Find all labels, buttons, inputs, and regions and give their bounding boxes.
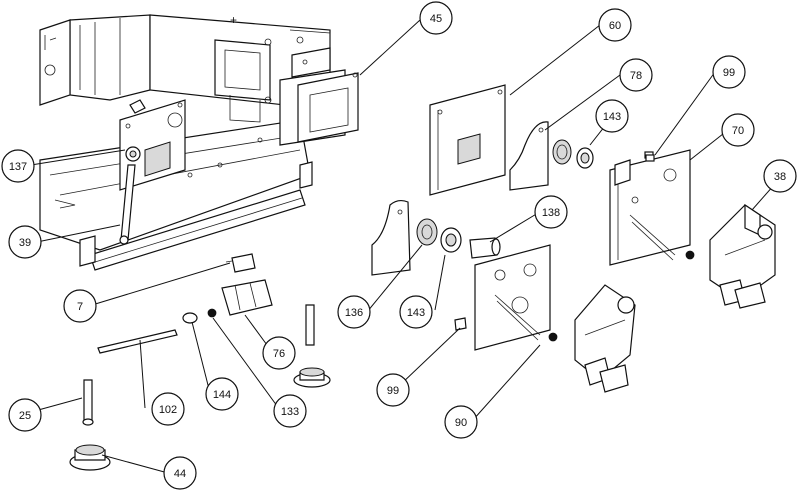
callout-143-lower: 143 (399, 295, 433, 329)
part-70-panel (609, 149, 695, 266)
callout-label: 99 (387, 385, 399, 397)
callout-99-lower: 99 (376, 373, 410, 407)
part-60-panel (429, 84, 506, 196)
callout-70: 70 (721, 113, 755, 147)
callout-label: 70 (732, 125, 744, 137)
part-76-bracket (221, 279, 273, 316)
callout-label: 144 (213, 389, 231, 401)
callout-label: 60 (609, 20, 621, 32)
callout-138: 138 (534, 195, 568, 229)
part-102-rod (97, 329, 178, 354)
part-38-valve (709, 203, 776, 309)
callout-label: 39 (19, 237, 31, 249)
callout-label: 99 (723, 67, 735, 79)
callout-label: 38 (774, 171, 786, 183)
callout-102: 102 (151, 392, 185, 426)
callout-144: 144 (205, 377, 239, 411)
callout-label: 136 (345, 307, 363, 319)
callout-133: 133 (273, 394, 307, 428)
callout-label: 102 (159, 404, 177, 416)
part-valve-lower (574, 284, 636, 393)
part-foot-center (293, 304, 331, 388)
part-78-bracket (509, 121, 549, 191)
callout-78: 78 (619, 58, 653, 92)
svg-text:+: + (230, 13, 237, 27)
part-144-bushing (182, 308, 217, 324)
callout-label: 78 (630, 70, 642, 82)
callout-label: 45 (430, 13, 442, 25)
callout-90: 90 (444, 405, 478, 439)
callout-label: 143 (407, 307, 425, 319)
callout-76: 76 (262, 336, 296, 370)
callout-44: 44 (163, 456, 197, 490)
callout-25: 25 (8, 398, 42, 432)
callout-137: 137 (1, 149, 35, 183)
callout-label: 25 (19, 410, 31, 422)
callout-label: 7 (77, 301, 83, 313)
part-138-pin (469, 237, 501, 259)
callout-45: 45 (419, 1, 453, 35)
callout-label: 44 (174, 468, 186, 480)
part-143-washer-lower (440, 227, 462, 253)
part-spring-upper (552, 139, 594, 169)
part-25-stem (82, 379, 94, 426)
callout-7: 7 (63, 289, 97, 323)
callout-label: 137 (9, 161, 27, 173)
callout-label: 76 (273, 348, 285, 360)
callout-38: 38 (763, 159, 797, 193)
callout-60: 60 (598, 8, 632, 42)
part-99-pin-upper (645, 154, 655, 162)
callout-39: 39 (8, 225, 42, 259)
callout-label: 133 (281, 406, 299, 418)
callout-136: 136 (337, 295, 371, 329)
part-136-bracket (371, 199, 438, 276)
part-7-connector (225, 253, 256, 273)
callout-99-upper: 99 (712, 55, 746, 89)
callout-label: 90 (455, 417, 467, 429)
callout-label: 138 (542, 207, 560, 219)
part-44-foot (69, 444, 111, 471)
leader-lines (30, 19, 783, 474)
part-90-panel (454, 244, 558, 351)
part-45-frame (279, 47, 359, 146)
callout-label: 143 (603, 111, 621, 123)
callout-143-upper: 143 (595, 99, 629, 133)
